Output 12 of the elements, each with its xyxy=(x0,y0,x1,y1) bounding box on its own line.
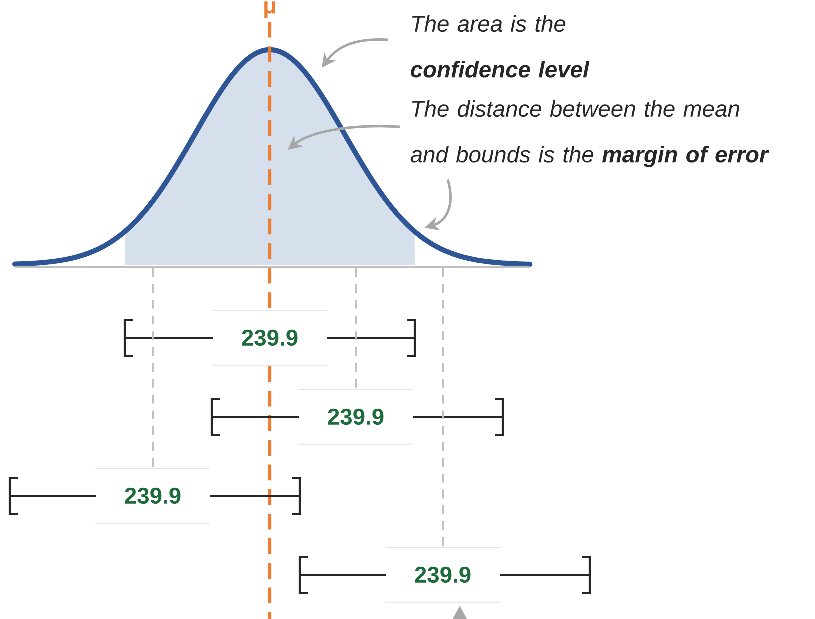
value-box: 239.9 xyxy=(298,389,414,445)
node-label: 239.9 xyxy=(242,330,298,346)
mean-symbol: μ xyxy=(264,2,276,18)
annotation-text: The area is the confidence level xyxy=(411,15,590,78)
value-box: 239.9 xyxy=(386,547,500,603)
value-box: 239.9 xyxy=(212,310,328,366)
annotation-text: The distance between the mean and bounds is the margin of error xyxy=(410,100,770,168)
value-box: 239.9 xyxy=(96,468,210,524)
guide-line xyxy=(442,268,444,548)
guide-line xyxy=(152,268,154,469)
guide-line xyxy=(355,268,357,390)
axis-line xyxy=(15,266,530,268)
